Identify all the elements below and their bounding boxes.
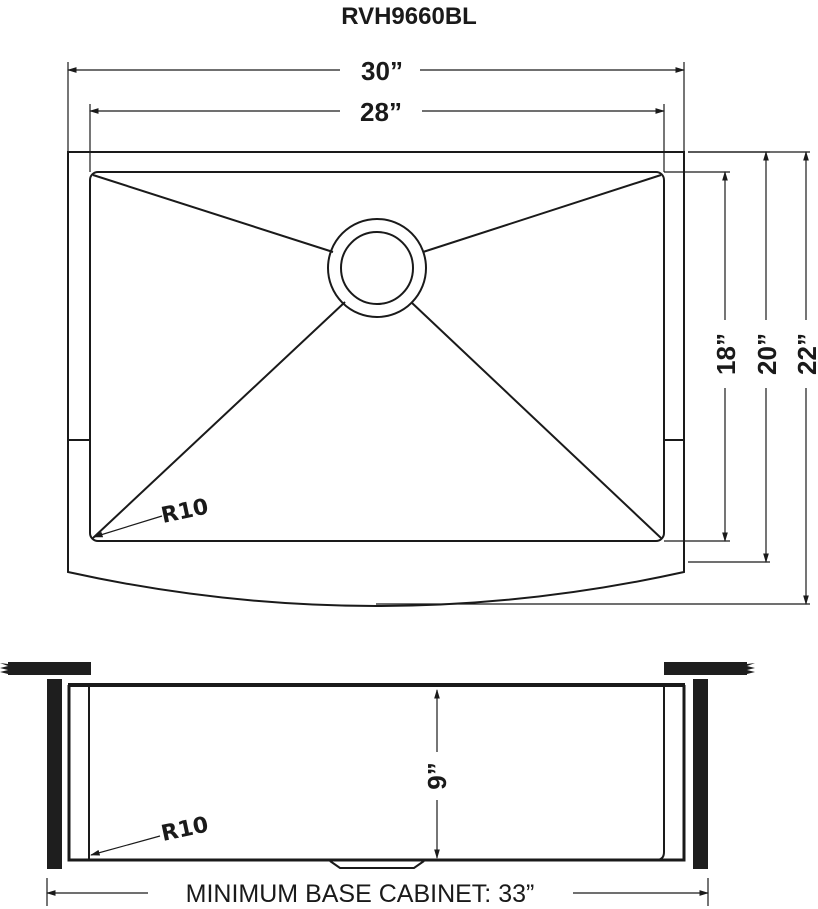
overall-width-label: 30” — [361, 56, 403, 86]
side-view: 9” R10 MINIMUM BASE CABINET: 33” — [0, 662, 755, 908]
apron-depth-label: 20” — [752, 333, 782, 375]
bowl-width-label: 28” — [360, 97, 402, 127]
model-title: RVH9660BL — [341, 3, 477, 30]
radius-leader-top — [93, 515, 163, 538]
sink-body-outline — [67, 685, 686, 862]
countertop-right — [664, 662, 747, 675]
cabinet-wall-left — [47, 679, 62, 869]
drain-flange — [329, 860, 425, 869]
bowl-depth-label: 18” — [711, 333, 741, 375]
slope-line-top-left — [92, 174, 334, 253]
slope-line-bottom-right — [410, 301, 662, 539]
sink-inner-right-wall — [655, 687, 665, 861]
corner-radius-side-label: R10 — [159, 813, 211, 847]
sink-outer-outline — [67, 151, 685, 607]
top-view: 30” 28” R10 18” — [67, 56, 818, 607]
corner-radius-top-label: R10 — [159, 495, 211, 529]
slope-line-bottom-left — [92, 301, 346, 539]
countertop-left-break — [0, 663, 8, 674]
overall-depth-label: 22” — [792, 333, 818, 375]
bowl-outline — [89, 171, 665, 542]
slope-line-top-right — [422, 174, 662, 253]
countertop-right-break — [747, 663, 755, 674]
drain-outer-ring — [327, 218, 427, 318]
cabinet-wall-right — [693, 679, 708, 869]
min-cabinet-label: MINIMUM BASE CABINET: 33” — [186, 880, 535, 908]
bowl-height-label: 9” — [422, 762, 452, 789]
countertop-left — [8, 662, 91, 675]
radius-leader-side — [90, 835, 161, 856]
drain-inner-ring — [340, 231, 414, 305]
